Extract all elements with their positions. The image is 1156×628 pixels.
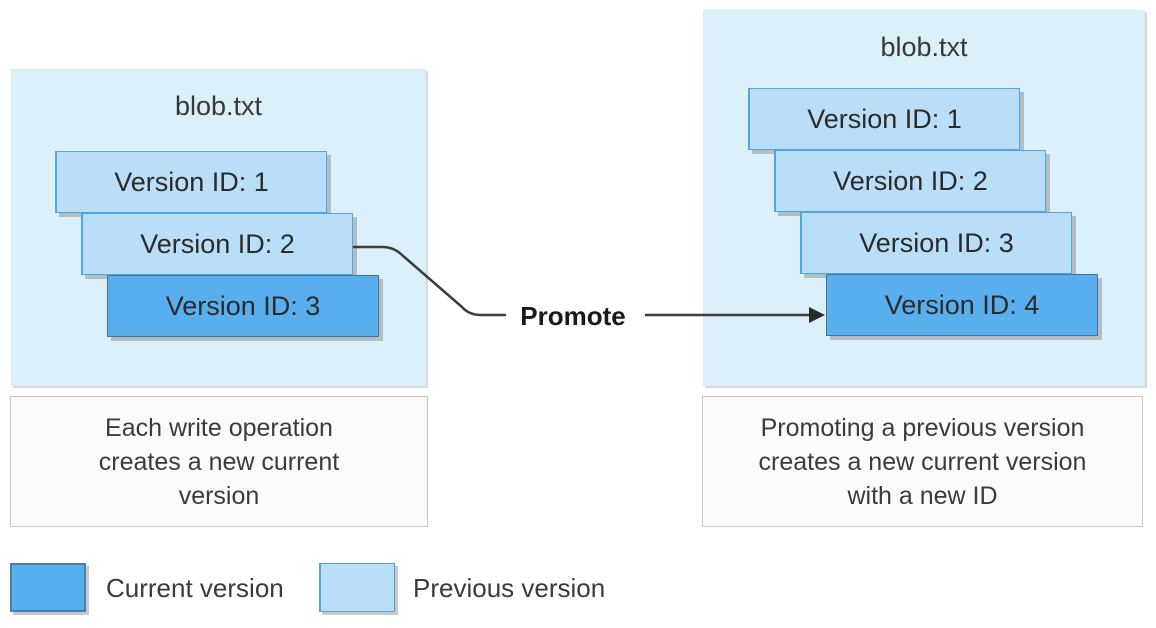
- previous-version-swatch: [319, 563, 395, 612]
- promote-label: Promote: [520, 301, 626, 331]
- version-label: Version ID: 1: [807, 103, 962, 134]
- previous-version-legend-label: Previous version: [413, 573, 606, 603]
- left-version-box-1: Version ID: 1: [55, 151, 327, 213]
- caption-line: creates a new current: [98, 447, 340, 476]
- version-label: Version ID: 2: [140, 228, 295, 259]
- caption-line: with a new ID: [847, 481, 998, 510]
- left-version-box-3-current: Version ID: 3: [107, 275, 379, 337]
- caption-line: creates a new current version: [758, 447, 1087, 476]
- left-caption-box: Each write operation creates a new curre…: [10, 396, 428, 527]
- current-version-legend-label: Current version: [106, 573, 284, 603]
- version-label: Version ID: 4: [884, 289, 1040, 320]
- right-version-box-1: Version ID: 1: [748, 88, 1020, 150]
- caption-line: Promoting a previous version: [760, 413, 1085, 442]
- left-blob-title: blob.txt: [174, 91, 263, 121]
- right-version-box-4-current: Version ID: 4: [826, 274, 1098, 336]
- right-version-box-3: Version ID: 3: [800, 212, 1072, 274]
- version-label: Version ID: 1: [114, 166, 269, 197]
- caption-line: Each write operation: [105, 413, 333, 442]
- version-label: Version ID: 3: [165, 290, 321, 321]
- caption-line: version: [178, 481, 260, 510]
- left-version-box-2: Version ID: 2: [81, 213, 353, 275]
- right-blob-title: blob.txt: [880, 32, 968, 62]
- version-label: Version ID: 3: [859, 227, 1014, 258]
- version-label: Version ID: 2: [833, 165, 988, 196]
- right-version-box-2: Version ID: 2: [774, 150, 1046, 212]
- current-version-swatch: [10, 563, 86, 612]
- right-caption-box: Promoting a previous version creates a n…: [702, 396, 1143, 527]
